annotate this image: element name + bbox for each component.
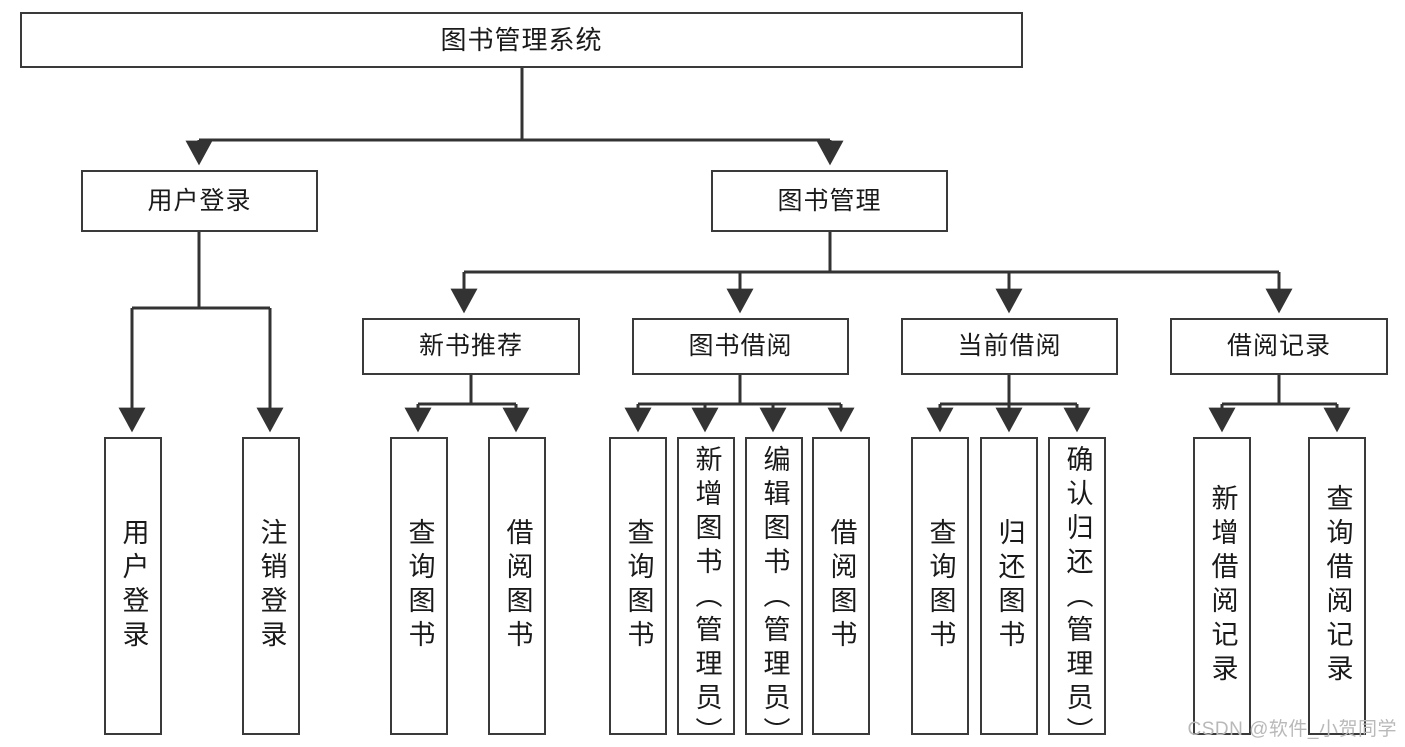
node-leaf-return-book-label: 归还图书 <box>994 518 1025 654</box>
node-leaf-borrow-book-2-label: 借阅图书 <box>826 518 857 654</box>
node-root-label: 图书管理系统 <box>440 25 603 55</box>
node-leaf-borrow-book-1-label: 借阅图书 <box>502 518 533 654</box>
node-book-manage-label: 图书管理 <box>777 186 882 215</box>
node-leaf-confirm-return[interactable]: 确认归还（管理员） <box>1048 437 1106 747</box>
node-borrow-record-label: 借阅记录 <box>1226 332 1331 360</box>
node-current-borrow[interactable]: 当前借阅 <box>901 318 1118 375</box>
node-leaf-user-login[interactable]: 用户登录 <box>104 437 162 735</box>
node-leaf-edit-book[interactable]: 编辑图书（管理员） <box>745 437 803 747</box>
node-leaf-add-book-label: 新增图书（管理员） <box>691 445 722 747</box>
node-leaf-logout-login[interactable]: 注销登录 <box>242 437 300 735</box>
node-book-manage[interactable]: 图书管理 <box>711 170 948 232</box>
node-borrow-record[interactable]: 借阅记录 <box>1170 318 1388 375</box>
node-leaf-borrow-book-2[interactable]: 借阅图书 <box>812 437 870 735</box>
node-leaf-add-record-label: 新增借阅记录 <box>1207 484 1238 688</box>
node-user-login-label: 用户登录 <box>147 186 252 215</box>
node-new-book-recommend[interactable]: 新书推荐 <box>362 318 580 375</box>
node-user-login[interactable]: 用户登录 <box>81 170 318 232</box>
node-leaf-query-book-3[interactable]: 查询图书 <box>911 437 969 735</box>
node-root[interactable]: 图书管理系统 <box>20 12 1023 68</box>
node-current-borrow-label: 当前借阅 <box>957 332 1062 360</box>
node-leaf-query-record-label: 查询借阅记录 <box>1322 484 1353 688</box>
node-leaf-query-book-3-label: 查询图书 <box>925 518 956 654</box>
node-leaf-borrow-book-1[interactable]: 借阅图书 <box>488 437 546 735</box>
node-book-borrow[interactable]: 图书借阅 <box>632 318 849 375</box>
node-leaf-query-record[interactable]: 查询借阅记录 <box>1308 437 1366 735</box>
node-leaf-query-book-2-label: 查询图书 <box>623 518 654 654</box>
node-new-book-recommend-label: 新书推荐 <box>418 332 523 360</box>
node-leaf-return-book[interactable]: 归还图书 <box>980 437 1038 735</box>
node-leaf-confirm-return-label: 确认归还（管理员） <box>1062 445 1093 747</box>
node-leaf-edit-book-label: 编辑图书（管理员） <box>759 445 790 747</box>
node-leaf-query-book-2[interactable]: 查询图书 <box>609 437 667 735</box>
node-leaf-add-record[interactable]: 新增借阅记录 <box>1193 437 1251 735</box>
watermark-text: CSDN @软件_小贺同学 <box>1187 719 1397 740</box>
node-leaf-query-book-1[interactable]: 查询图书 <box>390 437 448 735</box>
node-leaf-logout-login-label: 注销登录 <box>256 518 287 654</box>
node-leaf-query-book-1-label: 查询图书 <box>404 518 435 654</box>
node-leaf-user-login-label: 用户登录 <box>118 518 149 654</box>
node-book-borrow-label: 图书借阅 <box>688 332 793 360</box>
node-leaf-add-book[interactable]: 新增图书（管理员） <box>677 437 735 747</box>
